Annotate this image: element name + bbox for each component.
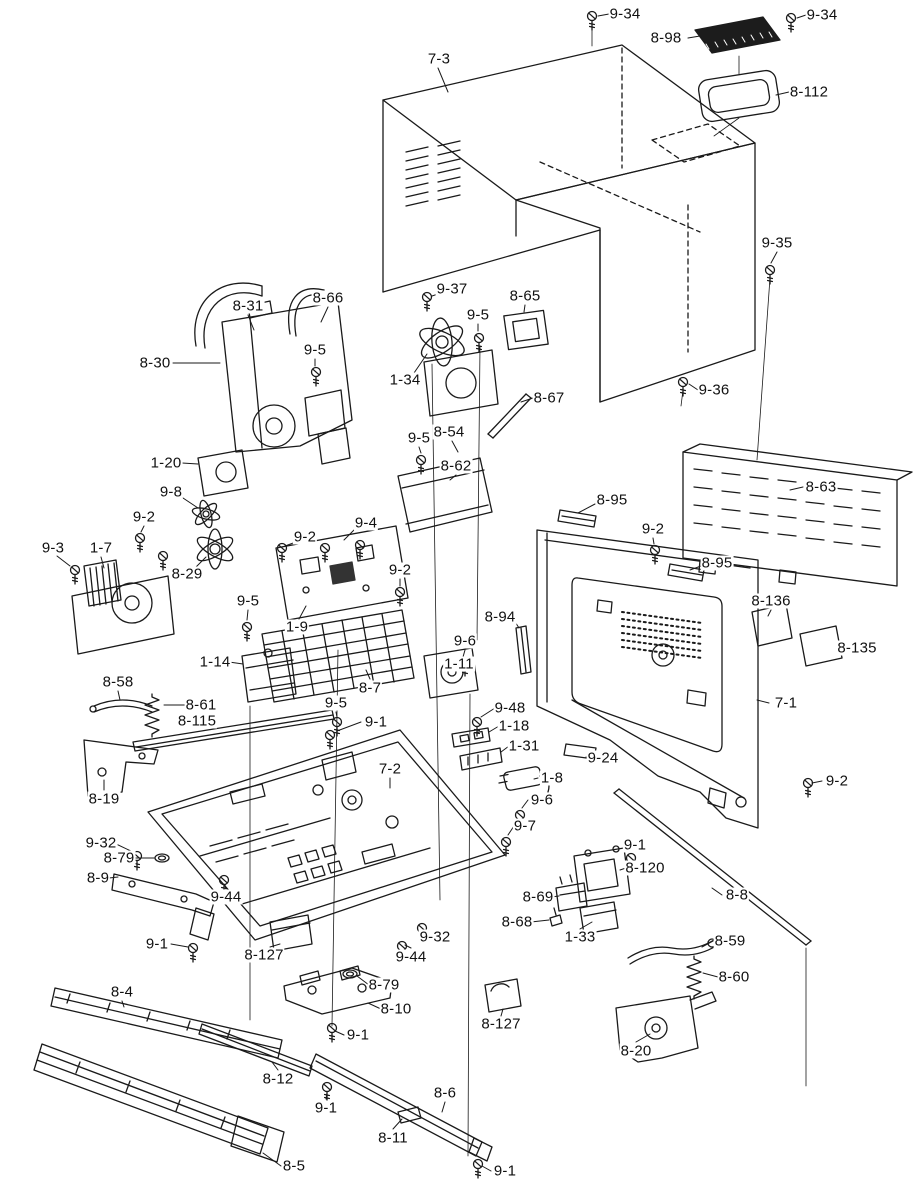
alignment-lines	[249, 21, 807, 1157]
part-8-67	[487, 393, 532, 439]
part-7-1	[536, 529, 759, 829]
part-1-18	[451, 727, 491, 748]
part-8-8	[613, 788, 812, 946]
part-8-65	[503, 309, 549, 351]
part-8-29	[196, 528, 234, 570]
part-8-58	[89, 699, 153, 713]
screw-icon	[473, 332, 485, 353]
screw-icon	[131, 850, 143, 871]
part-1-33	[579, 901, 619, 935]
screw-icon	[421, 291, 433, 312]
part-8-4	[50, 987, 283, 1059]
screw-icon	[677, 376, 689, 397]
screw-icon	[187, 942, 199, 963]
part-8-94	[515, 625, 532, 675]
part-8-98	[694, 16, 781, 54]
part-8-61	[144, 693, 160, 738]
screw-icon	[319, 542, 331, 563]
part-8-7	[261, 609, 415, 703]
part-8-63	[682, 443, 913, 587]
part-8-69	[555, 874, 588, 912]
screw-icon	[472, 1158, 484, 1179]
part-8-30-8-31-8-66	[194, 282, 353, 465]
screw-icon	[310, 366, 322, 387]
part-8-127-right	[484, 978, 522, 1013]
part-8-5	[33, 1043, 285, 1163]
part-8-54	[423, 349, 499, 417]
screw-icon	[157, 550, 169, 571]
part-8-10	[283, 965, 393, 1015]
part-8-9	[111, 873, 215, 941]
part-8-115	[132, 709, 335, 752]
screw-icon	[241, 621, 253, 642]
part-8-112	[697, 69, 781, 123]
screw-icon	[625, 852, 637, 873]
screw-icon	[394, 586, 406, 607]
part-1-14	[241, 647, 297, 703]
part-1-20	[197, 449, 249, 497]
part-1-9	[275, 525, 409, 621]
part-8-59	[627, 938, 717, 965]
part-8-20	[615, 991, 717, 1063]
part-8-120	[573, 845, 631, 903]
screw-icon	[321, 1081, 333, 1102]
part-8-79-left	[154, 853, 170, 863]
part-1-31	[459, 747, 503, 771]
part-8-19	[83, 739, 159, 797]
screw-icon	[69, 564, 81, 585]
part-7-3	[382, 44, 756, 403]
part-1-34	[419, 317, 465, 367]
screw-icon	[396, 940, 408, 961]
part-8-68	[549, 907, 563, 927]
screw-icon	[785, 12, 797, 33]
screw-icon	[218, 874, 230, 895]
part-8-6	[309, 1053, 493, 1162]
part-7-2	[147, 729, 506, 941]
part-9-24	[563, 743, 597, 760]
screw-icon	[514, 809, 526, 830]
part-8-127-left	[269, 914, 313, 952]
part-8-95-lower	[667, 563, 705, 582]
screw-icon	[802, 777, 814, 798]
screw-icon	[416, 922, 428, 943]
part-1-8	[498, 766, 550, 793]
leader-lines	[56, 13, 843, 1172]
part-1-11	[423, 647, 479, 699]
part-8-95-upper	[557, 509, 597, 528]
part-1-7	[71, 559, 175, 655]
screw-icon	[324, 729, 336, 750]
screw-icon	[134, 532, 146, 553]
part-8-11	[397, 1106, 422, 1124]
part-8-135	[799, 625, 843, 667]
part-9-8	[191, 499, 221, 529]
part-8-12	[198, 1023, 313, 1077]
part-8-60	[686, 955, 702, 1000]
